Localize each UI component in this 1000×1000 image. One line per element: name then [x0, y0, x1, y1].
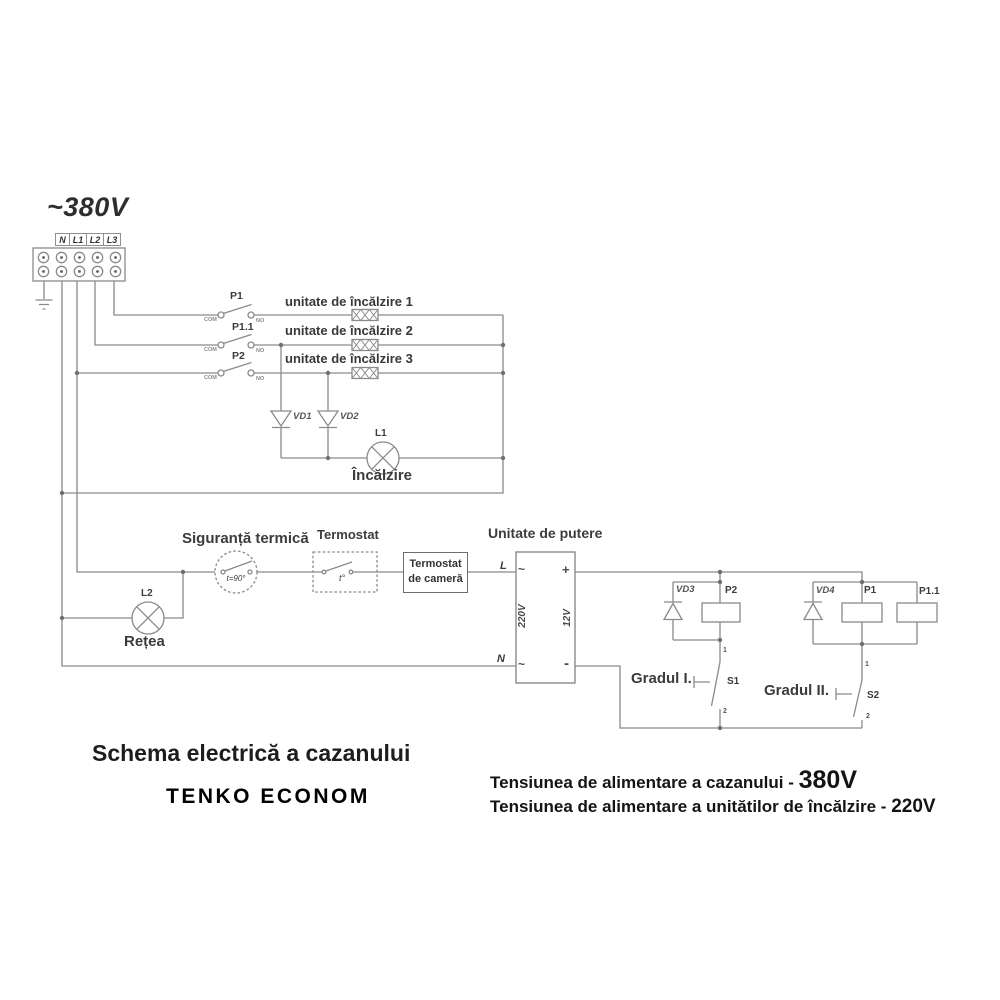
- switch-p1-label: P1: [230, 290, 243, 302]
- plus-rail: [575, 571, 863, 582]
- power-unit-n-label: N: [497, 653, 505, 665]
- heater-1-icon: [351, 308, 379, 322]
- minus-rail: [575, 665, 862, 729]
- ac-symbol-bottom: ~: [518, 657, 526, 671]
- s2-pin1-label: 1: [865, 661, 869, 668]
- lamp-l1-label: L1: [375, 428, 387, 439]
- heater-2-icon: [351, 338, 379, 352]
- stage1-caption: Gradul I.: [631, 670, 692, 687]
- spec-line-units-value: 220V: [891, 796, 936, 817]
- no-label-1: NO: [256, 318, 265, 324]
- diode-vd4-icon: [803, 601, 823, 621]
- supply-wires: [61, 281, 516, 667]
- s2-pin2-label: 2: [866, 713, 870, 720]
- lamp-l2-label: L2: [141, 588, 153, 599]
- s1-actuator: [693, 676, 710, 688]
- relay-coil-p1: [841, 602, 883, 623]
- heater-3-icon: [351, 366, 379, 380]
- junction-dots: [59, 342, 865, 731]
- ac-symbol-top: ~: [518, 562, 526, 576]
- relay-coil-p1-1: [896, 602, 938, 623]
- switch-p1-symbol: [217, 303, 255, 319]
- heating-unit-1-label: unitate de încălzire 1: [285, 294, 413, 309]
- no-label-2: NO: [256, 348, 265, 354]
- spec-line-boiler-text: Tensiunea de alimentare a cazanului -: [490, 773, 799, 792]
- diode-vd2-icon: [317, 410, 339, 429]
- heating-unit-3-label: unitate de încălzire 3: [285, 351, 413, 366]
- thermostat-symbol: t°: [339, 573, 346, 583]
- room-thermostat-line2: de cameră: [408, 573, 463, 585]
- minus-symbol: -: [564, 655, 569, 672]
- relay-coil-p1-label: P1: [864, 585, 877, 596]
- power-unit-input-voltage: 220V: [516, 604, 528, 628]
- com-label-1: COM: [204, 317, 217, 323]
- switch-s2-label: S2: [867, 690, 880, 701]
- diode-vd3-label: VD3: [676, 584, 695, 595]
- heating-lamp-caption: Încălzire: [352, 467, 413, 484]
- spec-line-units: Tensiunea de alimentare a unitătilor de …: [490, 796, 936, 818]
- no-label-3: NO: [256, 376, 265, 382]
- diode-vd2-label: VD2: [340, 411, 359, 422]
- mains-lamp-caption: Rețea: [124, 633, 165, 650]
- relay-coil-p2: [701, 602, 741, 623]
- power-unit-title: Unitate de putere: [488, 525, 603, 541]
- earth-ground-icon: [35, 281, 53, 310]
- power-unit-l-label: L: [500, 560, 507, 572]
- diagram-title: Schema electrică a cazanului: [92, 740, 411, 766]
- terminal-label-n: N: [55, 233, 70, 246]
- terminal-label-l3: L3: [103, 233, 121, 246]
- switch-p1-1-label: P1.1: [232, 321, 254, 333]
- thermal-fuse-blade: [224, 560, 253, 572]
- brand-name: TENKO ECONOM: [166, 785, 370, 808]
- switch-s1-label: S1: [727, 676, 740, 687]
- room-thermostat-box: Termostat de cameră: [403, 552, 468, 593]
- s2-blade: [852, 679, 863, 718]
- thermostat-blade: [325, 561, 353, 572]
- power-unit-box: [515, 551, 576, 684]
- terminal-label-l1: L1: [69, 233, 87, 246]
- thermal-fuse-title: Siguranță termică: [182, 530, 309, 547]
- switch-p2-label: P2: [232, 350, 245, 362]
- l2-wire: [94, 281, 218, 346]
- spec-line-boiler: Tensiunea de alimentare a cazanului - 38…: [490, 766, 857, 795]
- switch-p1-1-symbol: [217, 333, 255, 349]
- diode-vd4-label: VD4: [816, 585, 835, 596]
- thermostat-title: Termostat: [317, 527, 379, 542]
- neutral-wire: [61, 281, 516, 667]
- spec-line-boiler-value: 380V: [798, 766, 858, 794]
- power-unit-output-voltage: 12V: [561, 609, 573, 627]
- lamp-l2-wire: [62, 572, 184, 619]
- room-thermostat-line1: Termostat: [409, 558, 462, 570]
- plus-symbol: +: [562, 562, 570, 577]
- relay-coil-p2-label: P2: [725, 585, 738, 596]
- l1-wire: [76, 281, 215, 573]
- control-circuit: [62, 550, 516, 635]
- supply-voltage-label: ~380V: [47, 192, 129, 222]
- s2-actuator: [835, 688, 852, 700]
- heating-circuit: [62, 303, 504, 494]
- terminal-label-l2: L2: [86, 233, 104, 246]
- diode-vd1-icon: [270, 410, 292, 429]
- thermal-fuse-setpoint: t=90°: [226, 574, 246, 583]
- diode-vd3-icon: [663, 601, 683, 621]
- lamp-l2-icon: [131, 601, 165, 635]
- l3-wire: [113, 281, 218, 316]
- com-label-3: COM: [204, 375, 217, 381]
- terminal-block: [32, 247, 126, 282]
- s1-blade: [710, 661, 721, 707]
- relay-coil-p1-1-label: P1.1: [919, 586, 940, 597]
- return-bus: [62, 315, 504, 494]
- spec-line-units-text: Tensiunea de alimentare a unitătilor de …: [490, 797, 892, 816]
- heating-unit-2-label: unitate de încălzire 2: [285, 323, 413, 338]
- relay-circuit: [575, 571, 938, 729]
- s1-pin1-label: 1: [723, 647, 727, 654]
- s1-pin2-label: 2: [723, 708, 727, 715]
- stage2-caption: Gradul II.: [764, 682, 830, 699]
- com-label-2: COM: [204, 347, 217, 353]
- diode-vd1-label: VD1: [293, 411, 312, 422]
- switch-p2-symbol: [217, 361, 255, 377]
